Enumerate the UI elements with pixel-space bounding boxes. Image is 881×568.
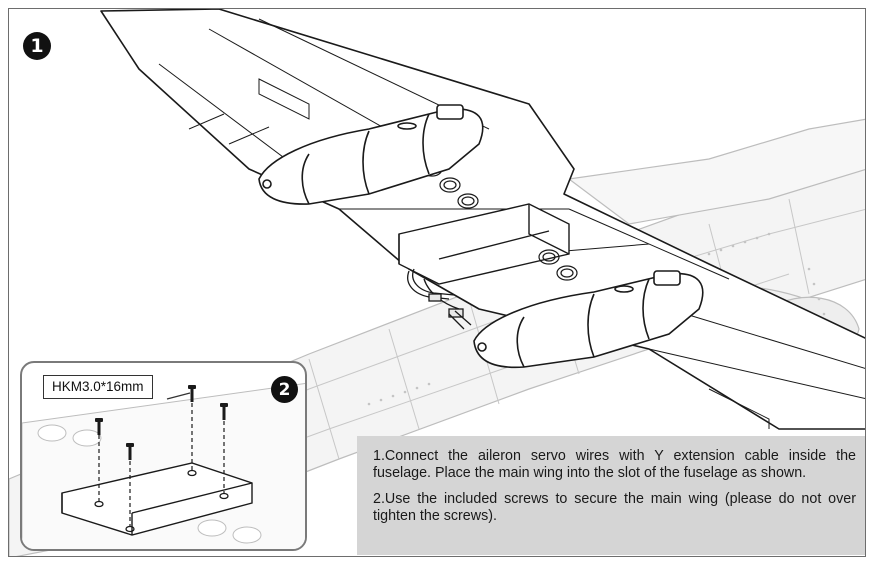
screws	[95, 385, 228, 460]
screw-detail-inset: HKM3.0*16mm 2	[20, 361, 307, 551]
instruction-text-box: 1.Connect the aileron servo wires with Y…	[357, 436, 865, 555]
step-2-badge: 2	[271, 376, 298, 403]
screw-detail-illustration	[22, 383, 305, 549]
inset-screw-holes	[94, 469, 229, 533]
wing-saddle	[398, 203, 570, 285]
screw-guide-lines	[98, 403, 225, 526]
nacelle-right	[473, 270, 704, 369]
servo-wires	[407, 268, 472, 330]
step-1-badge: 1	[23, 32, 51, 60]
nacelle-left	[258, 104, 484, 205]
label-leader-line	[166, 392, 191, 400]
screw-spec-label: HKM3.0*16mm	[43, 375, 153, 399]
instruction-step-1: 1.Connect the aileron servo wires with Y…	[373, 448, 856, 481]
instruction-step-2: 2.Use the included screws to secure the …	[373, 491, 856, 524]
instruction-panel: 1	[8, 8, 866, 557]
